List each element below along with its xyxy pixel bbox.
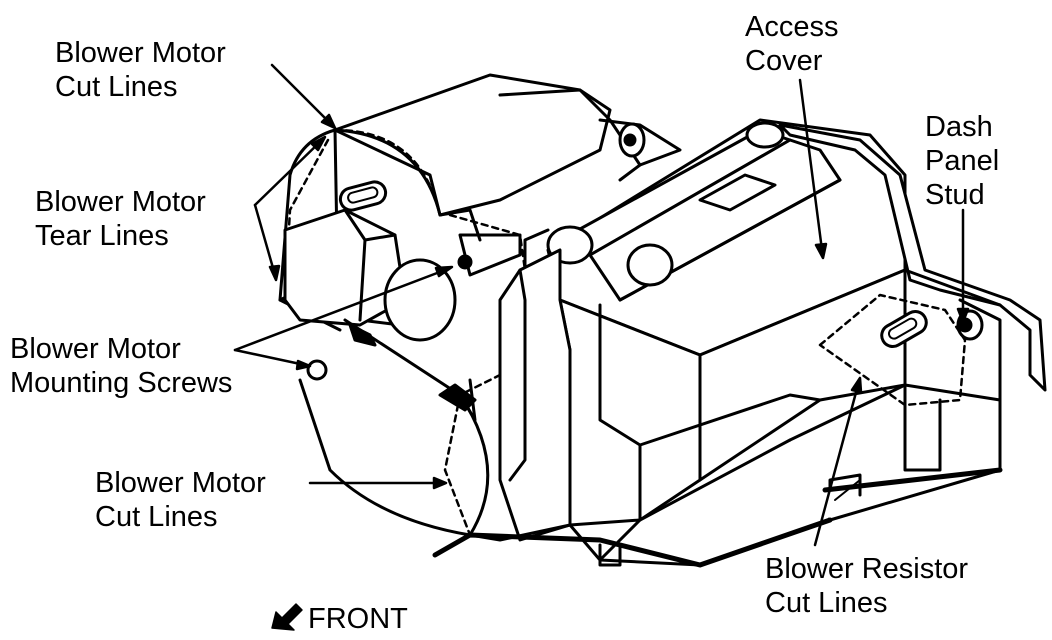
label-blower-motor-cut-lines-bottom: Blower Motor Cut Lines <box>95 466 266 534</box>
dash-panel-bracket <box>778 123 1047 501</box>
label-line: Panel <box>925 145 1000 177</box>
label-line: Cut Lines <box>55 71 178 103</box>
label-access-cover: Access Cover <box>745 10 838 78</box>
label-line: Tear Lines <box>35 220 169 252</box>
label-line: Blower Motor <box>95 467 266 499</box>
resistor-cut-lines <box>818 293 967 407</box>
mounting-screw <box>306 359 328 381</box>
label-line: Blower Motor <box>10 333 181 365</box>
blower-motor <box>283 208 522 342</box>
lower-duct <box>298 248 833 568</box>
label-line: Cover <box>745 45 823 77</box>
label-blower-motor-mounting-screws: Blower Motor Mounting Screws <box>10 332 232 400</box>
label-line: Mounting Screws <box>10 367 233 399</box>
label-line: Blower Resistor <box>765 553 969 585</box>
arrow-down-left-icon <box>271 603 303 631</box>
label-line: Cut Lines <box>95 501 218 533</box>
label-line: Blower Motor <box>55 37 226 69</box>
label-line: Access <box>745 11 839 43</box>
label-line: FRONT <box>308 603 408 635</box>
label-blower-motor-cut-lines-top: Blower Motor Cut Lines <box>55 36 226 104</box>
label-line: Cut Lines <box>765 587 888 619</box>
label-blower-motor-tear-lines: Blower Motor Tear Lines <box>35 185 206 253</box>
label-line: Blower Motor <box>35 186 206 218</box>
label-line: Stud <box>925 179 985 211</box>
callout-leaders <box>233 63 970 547</box>
label-blower-resistor-cut-lines: Blower Resistor Cut Lines <box>765 552 968 620</box>
label-front: FRONT <box>308 602 408 636</box>
label-line: Dash <box>925 111 993 143</box>
label-dash-panel-stud: Dash Panel Stud <box>925 110 999 212</box>
